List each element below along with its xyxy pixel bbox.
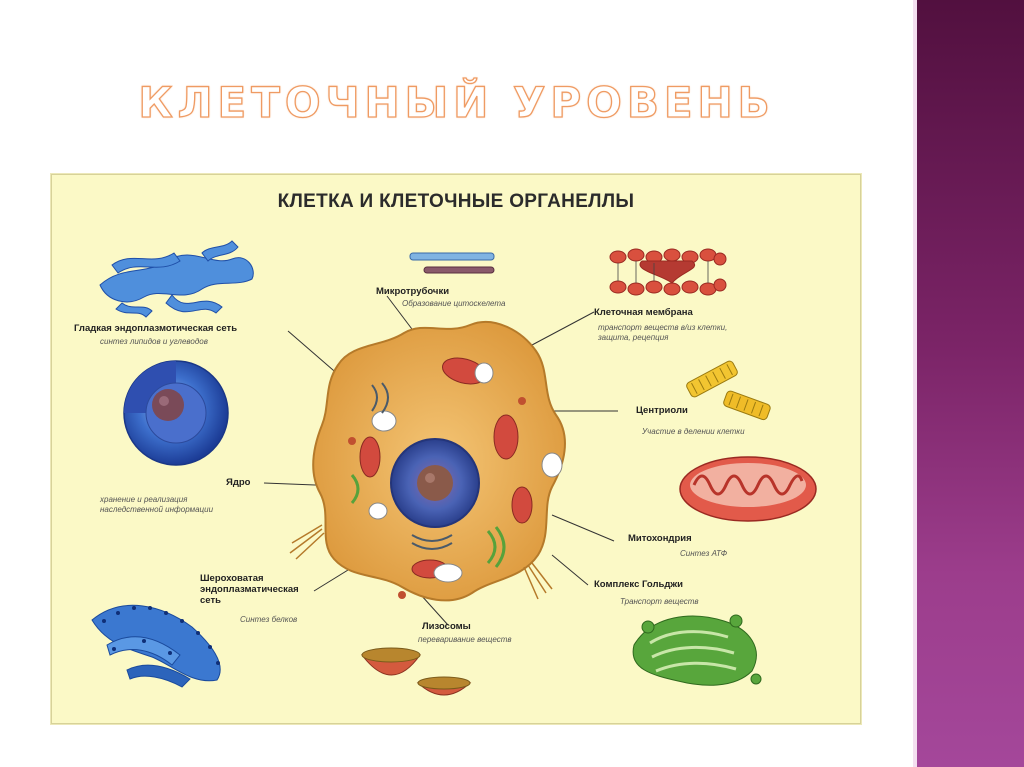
nucleus-illustration [123, 360, 229, 466]
lysosomes-function: переваривание веществ [418, 635, 512, 644]
rough-er-label: Шероховатая эндоплазматическая сеть [200, 573, 299, 606]
lysosomes-illustration [360, 647, 472, 696]
slide-title: КЛЕТОЧНЫЙ УРОВЕНЬ [138, 77, 775, 127]
animal-cell [289, 320, 566, 602]
mitochondrion-illustration [679, 456, 817, 522]
microtubules-label: Микротрубочки [376, 286, 450, 297]
membrane-tails [617, 261, 709, 283]
rough-er-ribosomes [102, 606, 220, 665]
rough-er-function: Синтез белков [240, 615, 298, 624]
smooth-er-function: синтез липидов и углеводов [100, 337, 208, 346]
centrioles-illustration [686, 360, 771, 421]
microtubules-function: Образование цитоскелета [402, 299, 506, 308]
golgi-illustration [632, 614, 762, 686]
nucleus-function: хранение и реализация наследственной инф… [100, 495, 214, 514]
membrane-label: Клеточная мембрана [594, 307, 693, 318]
poster: КЛЕТКА И КЛЕТОЧНЫЕ ОРГАНЕЛЛЫ Гладкая энд… [51, 174, 861, 724]
golgi-function: Транспорт веществ [620, 597, 699, 606]
centrioles-label: Центриоли [636, 405, 688, 416]
lysosomes-label: Лизосомы [422, 621, 471, 632]
rough-er-illustration [91, 604, 221, 688]
mitochondria-function: Синтез АТФ [680, 549, 728, 558]
nucleus-label: Ядро [226, 477, 251, 488]
slide-sidebar-edge [913, 0, 917, 767]
mitochondria-label: Митохондрия [628, 533, 692, 544]
centrioles-function: Участие в делении клетки [642, 427, 745, 436]
poster-illustration [91, 240, 817, 696]
microtubules-illustration [409, 252, 495, 274]
golgi-label: Комплекс Гольджи [594, 579, 683, 590]
slide-sidebar [913, 0, 1024, 767]
membrane-function: транспорт веществ в/из клетки, защита, р… [598, 323, 728, 342]
smooth-er-label: Гладкая эндоплазмотическая сеть [74, 323, 238, 334]
smooth-er-illustration [99, 240, 254, 318]
membrane-illustration [609, 248, 727, 296]
poster-title: КЛЕТКА И КЛЕТОЧНЫЕ ОРГАНЕЛЛЫ [277, 191, 635, 212]
